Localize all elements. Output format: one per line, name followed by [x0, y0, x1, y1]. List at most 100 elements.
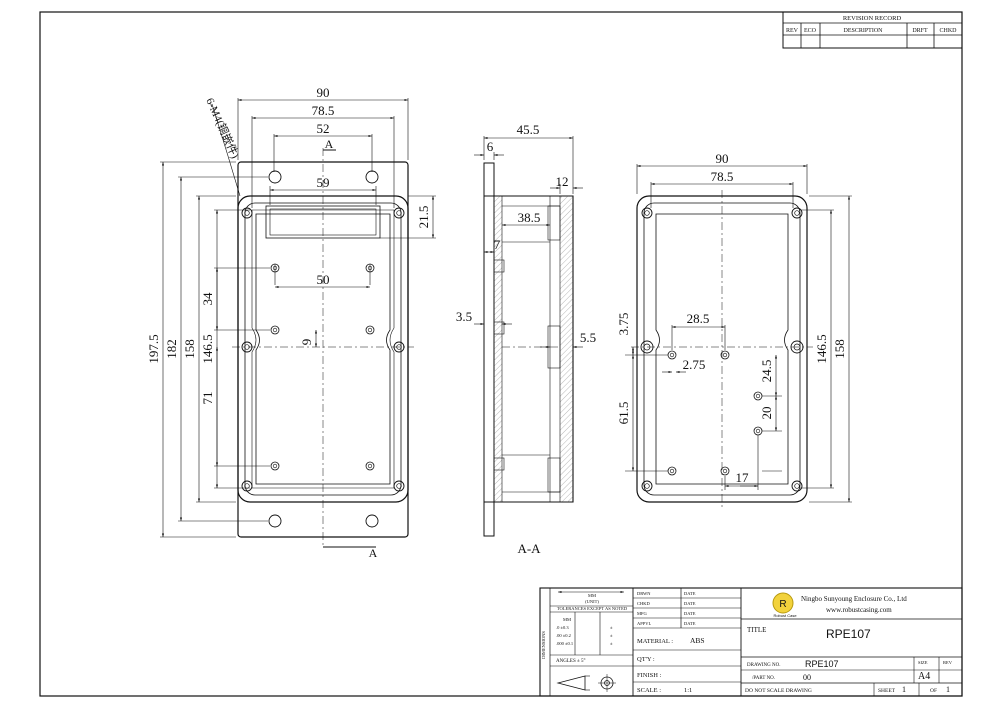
dim-146-5-back: 146.5: [814, 334, 829, 363]
dim-21-5: 21.5: [416, 206, 431, 229]
front-view-labels: 90 78.5 52 59 50 197.5 182 158 146.5 34 …: [146, 85, 431, 560]
title-label: TITLE: [747, 626, 766, 634]
dim-28-5: 28.5: [687, 311, 710, 326]
front-view-dimensions: [160, 98, 436, 538]
m4-insert-note: 6-M4(铜嵌件): [203, 96, 242, 161]
dim-78-5-back: 78.5: [711, 169, 734, 184]
size-label: SIZE: [918, 660, 928, 665]
logo-text: Robust Case: [773, 613, 797, 618]
rev-col-chkd: CHKD: [939, 28, 957, 34]
dim-17: 17: [736, 470, 750, 485]
dim-20: 20: [759, 407, 774, 420]
company-website: www.robustcasing.com: [826, 606, 892, 614]
dim-9: 9: [299, 339, 314, 346]
size-value: A4: [918, 671, 930, 682]
dim-34: 34: [200, 292, 215, 306]
material-label: MATERIAL :: [637, 638, 673, 645]
dim-3-75: 3.75: [616, 313, 631, 336]
dim-3-5: 3.5: [456, 309, 472, 324]
company-name: Ningbo Sunyoung Enclosure Co., Ltd: [801, 595, 907, 603]
qty-label: QT'Y :: [637, 656, 655, 663]
svg-text:R: R: [779, 599, 786, 610]
dimensions-side-label: DIMENSIONS: [541, 631, 546, 659]
do-not-scale-note: DO NOT SCALE DRAWING: [745, 688, 812, 694]
revision-title: REVISION RECORD: [843, 15, 902, 22]
section-marker-top: A: [325, 137, 334, 151]
section-view: [483, 162, 574, 537]
part-no-label: /PART NO.: [752, 676, 775, 681]
mfg-label: MFG: [637, 611, 648, 616]
tolerance-label: TOLERANCES EXCEPT AS NOTED: [557, 606, 628, 611]
tol-range-2: .000 ±0.1: [556, 641, 573, 646]
dim-52: 52: [317, 121, 330, 136]
of-value: 1: [946, 685, 950, 694]
tol-range-1: .00 ±0.2: [556, 633, 571, 638]
chkd-label: CHKD: [637, 601, 651, 606]
dim-5-5: 5.5: [580, 330, 596, 345]
scale-value: 1:1: [684, 687, 692, 694]
dim-24-5: 24.5: [759, 360, 774, 383]
dim-197-5: 197.5: [146, 334, 161, 363]
revision-block: REVISION RECORD REV ECO DESCRIPTION DRFT…: [782, 11, 963, 49]
dim-45-5: 45.5: [517, 122, 540, 137]
dim-7: 7: [494, 237, 501, 252]
title-block: [539, 587, 963, 697]
drawing-no-label: DRAWING NO.: [747, 663, 780, 668]
dim-78-5-front: 78.5: [312, 103, 335, 118]
chkd-date-label: DATE: [684, 601, 696, 606]
front-view: [232, 148, 414, 548]
mm-label: MM: [588, 593, 596, 598]
part-no-value: 00: [803, 673, 811, 682]
section-caption: A-A: [517, 541, 541, 556]
dim-50: 50: [317, 272, 330, 287]
rev-col-drft: DRFT: [912, 28, 928, 34]
dim-158-back: 158: [832, 339, 847, 359]
mfg-date-label: DATE: [684, 611, 696, 616]
dim-38-5: 38.5: [518, 210, 541, 225]
appvl-date-label: DATE: [684, 621, 696, 626]
drawing-title: RPE107: [826, 627, 871, 641]
sheet-label: SHEET: [878, 688, 896, 694]
drwn-label: DRWN: [637, 591, 651, 596]
dim-71: 71: [200, 392, 215, 405]
angles-label: ANGLES ± 5°: [556, 659, 585, 664]
finish-label: FINISH :: [637, 672, 662, 679]
company-logo: R Robust Case: [772, 592, 797, 618]
dim-2-75: 2.75: [683, 357, 706, 372]
dim-12: 12: [556, 174, 569, 189]
title-block-labels: MM (UNIT) TOLERANCES EXCEPT AS NOTED DIM…: [541, 591, 953, 694]
rev-col-rev: REV: [786, 28, 799, 34]
dim-90-front: 90: [317, 85, 330, 100]
dim-182: 182: [164, 339, 179, 359]
section-view-dimensions: [474, 136, 583, 349]
drawing-no-value: RPE107: [805, 659, 839, 669]
rev-col-description: DESCRIPTION: [843, 28, 883, 34]
dim-6: 6: [487, 139, 494, 154]
tol-val-0: ±: [610, 625, 613, 630]
drwn-date-label: DATE: [684, 591, 696, 596]
tol-val-1: ±: [610, 633, 613, 638]
dim-90-back: 90: [716, 151, 729, 166]
material-value: ABS: [690, 636, 705, 645]
unit-label: (UNIT): [585, 599, 599, 604]
back-view-dimensions: [625, 164, 852, 503]
scale-label: SCALE :: [637, 687, 661, 694]
tol-range-0: .0 ±0.3: [556, 625, 569, 630]
rev-label: REV: [943, 660, 953, 665]
dim-158-front: 158: [182, 339, 197, 359]
section-marker-bottom: A: [369, 546, 378, 560]
drawing-frame: [39, 11, 963, 697]
mm-col-label: MM: [563, 617, 571, 622]
section-view-labels: 45.5 6 12 38.5 7 3.5 5.5 A-A: [456, 122, 596, 556]
of-label: OF: [930, 688, 937, 694]
dim-146-5-front: 146.5: [200, 334, 215, 363]
appvl-label: APPVL: [637, 621, 652, 626]
rev-col-eco: ECO: [804, 28, 817, 34]
back-view-labels: 90 78.5 158 146.5 28.5 2.75 3.75 61.5 24…: [616, 151, 847, 485]
tol-val-2: ±: [610, 641, 613, 646]
dim-59: 59: [317, 175, 330, 190]
back-view: [631, 190, 813, 510]
dim-61-5: 61.5: [616, 402, 631, 425]
sheet-value: 1: [902, 685, 906, 694]
